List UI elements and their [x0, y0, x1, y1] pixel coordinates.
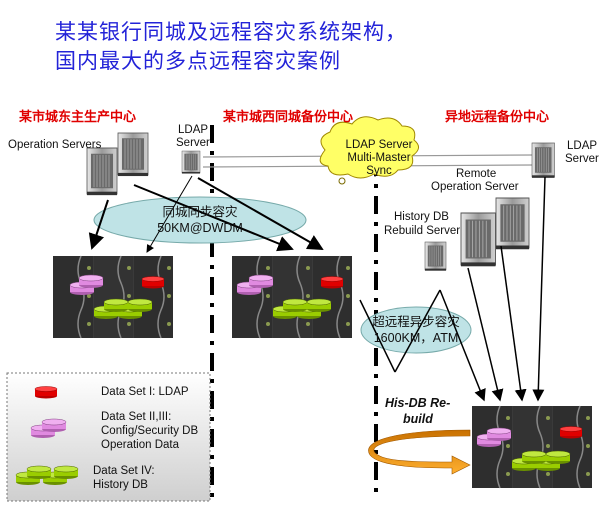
page-title-line2: 国内最大的多点远程容灾案例: [55, 49, 341, 73]
storage-array-primary: [52, 255, 174, 339]
legend-item3-line2: History DB: [93, 479, 148, 491]
async-dr-ellipse: [360, 306, 472, 354]
history-db-label-1: History DB: [394, 211, 449, 223]
remote-operation-server-icon: [460, 197, 530, 267]
sync-dr-label-2: 50KM@DWDM: [157, 221, 243, 235]
site-label-primary: 某市城东主生产中心: [19, 110, 137, 125]
connection-arrows: [88, 175, 546, 402]
site-label-backup: 某市城西同城备份中心: [223, 110, 354, 125]
legend-item2-line3: Operation Data: [101, 439, 179, 451]
async-dr-label-1: 超远程异步容灾: [372, 315, 460, 329]
cloud-label-3: Sync: [366, 165, 392, 177]
cloud-label-2: Multi-Master: [347, 152, 411, 164]
cloud-label-1: LDAP Server: [345, 139, 413, 151]
page-title-line1: 某某银行同城及远程容灾系统架构，: [55, 20, 407, 44]
remote-op-label-2: Operation Server: [431, 181, 519, 193]
ldap-server-primary-icon: [181, 150, 201, 174]
rebuild-label-2: build: [403, 412, 433, 426]
ldap-remote-label-2: Server: [565, 153, 599, 165]
storage-array-remote: [471, 405, 593, 489]
rebuild-label-1: His-DB Re-: [385, 396, 451, 410]
ldap-server-remote-icon: [531, 142, 555, 179]
history-db-label-2: Rebuild Server: [384, 225, 461, 237]
rebuild-arrow-icon: [368, 429, 471, 475]
legend-item1: Data Set I: LDAP: [101, 386, 189, 398]
async-dr-label-2: 1600KM，ATM: [373, 331, 459, 345]
site-label-remote: 异地远程备份中心: [445, 110, 550, 125]
sync-dr-ellipse: [93, 196, 307, 244]
ldap-cloud: [319, 116, 419, 185]
history-db-server-icon: [424, 241, 447, 272]
legend-item3-line1: Data Set IV:: [93, 465, 155, 477]
remote-op-label-1: Remote: [456, 168, 497, 180]
storage-array-backup: [231, 255, 353, 339]
legend-item2-line2: Config/Security DB: [101, 425, 199, 437]
ldap-remote-label-1: LDAP: [567, 140, 598, 152]
legend-box: [6, 372, 211, 502]
legend-item2-line1: Data Set II,III:: [101, 411, 172, 423]
ldap-primary-label-2: Server: [176, 137, 210, 149]
ldap-primary-label-1: LDAP: [178, 124, 209, 136]
ldap-disk-icon: [34, 386, 58, 399]
sync-dr-label-1: 同城同步容灾: [162, 205, 238, 219]
operation-servers-label: Operation Servers: [8, 139, 102, 151]
